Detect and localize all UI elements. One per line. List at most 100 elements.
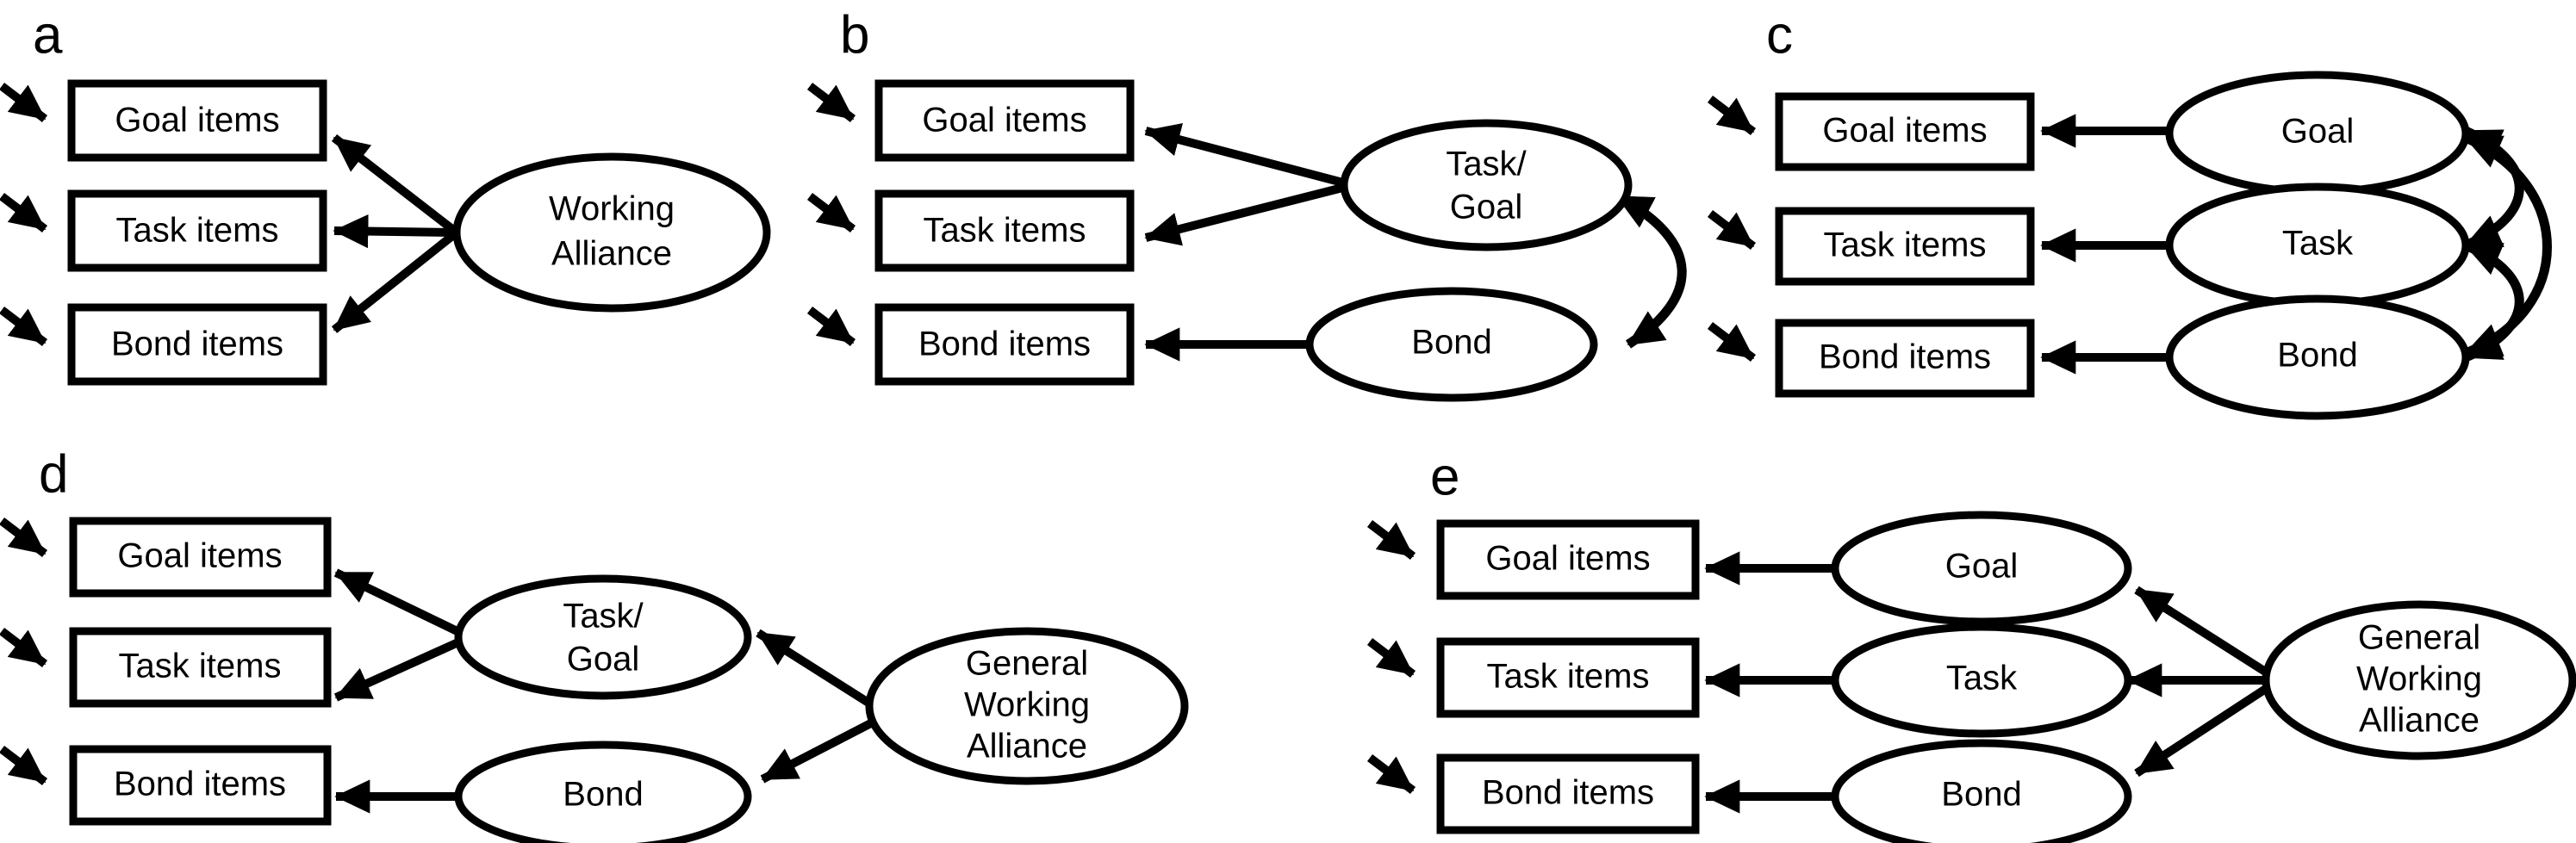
ellipse-gwa-line3-d: Alliance xyxy=(967,728,1087,766)
ellipse-gwa-line3-e: Alliance xyxy=(2359,702,2480,740)
box-goal-items-label-d: Goal items xyxy=(117,537,282,575)
edge-taskgoal-to-task-items-d xyxy=(333,633,472,702)
box-bond-items-label-e: Bond items xyxy=(1482,774,1654,812)
edge-gwa-to-bond-d xyxy=(760,710,890,784)
residual-arrow-task-e xyxy=(1366,638,1416,678)
ellipse-gwa-line1-d: General xyxy=(966,645,1088,683)
ellipse-task-goal-line1-b: Task/ xyxy=(1446,146,1527,183)
edge-gwa-to-bond-e xyxy=(2134,676,2281,778)
residual-arrow-goal-b xyxy=(806,83,856,122)
edge-taskgoal-to-goal-items-d xyxy=(333,568,472,642)
box-bond-items-label-a: Bond items xyxy=(111,325,283,363)
edge-wa-to-goal-items-a xyxy=(331,134,460,236)
box-task-items-a xyxy=(67,189,327,272)
box-task-items-b xyxy=(874,189,1135,272)
correlation-goal-bond-c xyxy=(2463,133,2552,358)
ellipse-bond-d xyxy=(454,741,752,843)
box-goal-items-d xyxy=(69,517,332,598)
residual-arrow-goal-d xyxy=(0,518,48,557)
residual-arrow-bond-a xyxy=(0,307,48,346)
box-task-items-d xyxy=(69,627,332,708)
panel-c: c Goal items Task items Bond items Goal … xyxy=(1707,5,2552,420)
box-task-items-label-e: Task items xyxy=(1487,658,1650,696)
box-bond-items-b xyxy=(874,303,1135,386)
box-goal-items-e xyxy=(1436,519,1700,600)
ellipse-gwa-line2-d: Working xyxy=(964,686,1090,724)
ellipse-task-label-e: Task xyxy=(1946,660,2018,697)
edge-wa-to-task-items-a xyxy=(333,214,457,249)
residual-arrow-bond-c xyxy=(1707,322,1757,362)
ellipse-bond-e xyxy=(1831,739,2132,843)
edge-taskgoal-to-task-items-b xyxy=(1144,181,1354,246)
box-task-items-label-b: Task items xyxy=(924,212,1086,250)
ellipse-task-goal-line1-d: Task/ xyxy=(563,598,644,635)
panel-label-c: c xyxy=(1766,5,1793,65)
residual-arrow-task-c xyxy=(1707,210,1757,250)
ellipse-bond-b xyxy=(1305,287,1598,402)
box-task-items-e xyxy=(1436,637,1700,718)
ellipse-task-e xyxy=(1831,623,2132,738)
box-goal-items-label-e: Goal items xyxy=(1485,540,1650,578)
ellipse-bond-label-d: Bond xyxy=(563,776,643,814)
box-goal-items-label-b: Goal items xyxy=(922,102,1086,139)
residual-arrow-bond-d xyxy=(0,746,48,785)
edge-taskgoal-to-goal-items-b xyxy=(1144,122,1354,189)
ellipse-task-goal-d xyxy=(454,574,752,700)
panel-a: a Goal items Task items Bond items Worki… xyxy=(0,5,771,386)
box-goal-items-label-c: Goal items xyxy=(1822,112,1987,150)
residual-arrow-goal-a xyxy=(0,83,48,122)
box-task-items-label-a: Task items xyxy=(116,212,279,250)
ellipse-general-working-alliance-e xyxy=(2262,600,2576,760)
ellipse-goal-e xyxy=(1831,511,2132,626)
ellipse-working-alliance-line1-a: Working xyxy=(549,190,675,228)
ellipse-task-goal-line2-d: Goal xyxy=(567,641,640,679)
residual-arrow-task-d xyxy=(0,628,48,667)
residual-arrow-bond-e xyxy=(1366,754,1416,794)
ellipse-goal-label-e: Goal xyxy=(1945,548,2019,586)
ellipse-working-alliance-a xyxy=(452,152,771,313)
ellipse-bond-label-e: Bond xyxy=(1941,776,2021,814)
ellipse-goal-label-c: Goal xyxy=(2281,113,2355,151)
box-task-items-c xyxy=(1775,207,2035,286)
box-goal-items-c xyxy=(1775,92,2035,171)
panel-d: d Goal items Task items Bond items Task/… xyxy=(0,444,1189,843)
residual-arrow-goal-e xyxy=(1366,520,1416,560)
box-task-items-label-c: Task items xyxy=(1824,226,1987,264)
box-bond-items-label-c: Bond items xyxy=(1819,338,1991,376)
box-task-items-label-d: Task items xyxy=(119,648,282,685)
ellipse-working-alliance-line2-a: Alliance xyxy=(551,235,672,273)
ellipse-task-label-c: Task xyxy=(2282,225,2354,263)
box-goal-items-a xyxy=(67,79,327,162)
residual-arrow-bond-b xyxy=(806,307,856,346)
box-goal-items-b xyxy=(874,79,1135,162)
panel-label-a: a xyxy=(33,5,63,65)
residual-arrow-task-b xyxy=(806,193,856,232)
panel-e: e Goal items Task items Bond items Goal … xyxy=(1366,447,2576,843)
edge-gwa-to-goal-e xyxy=(2134,586,2281,685)
ellipse-bond-c xyxy=(2165,294,2470,420)
edge-wa-to-bond-items-a xyxy=(331,229,460,333)
panel-b: b Goal items Task items Bond items Task/… xyxy=(806,5,1687,402)
box-bond-items-d xyxy=(69,745,332,826)
ellipse-gwa-line2-e: Working xyxy=(2356,660,2482,698)
residual-arrow-goal-c xyxy=(1707,96,1757,135)
box-bond-items-a xyxy=(67,303,327,386)
panel-label-d: d xyxy=(39,444,68,504)
box-bond-items-label-d: Bond items xyxy=(114,766,286,803)
panel-label-b: b xyxy=(840,5,869,65)
ellipse-general-working-alliance-d xyxy=(865,627,1189,785)
panel-label-e: e xyxy=(1430,447,1459,506)
ellipse-bond-label-c: Bond xyxy=(2277,337,2357,375)
box-bond-items-c xyxy=(1775,319,2035,398)
box-bond-items-label-b: Bond items xyxy=(918,325,1091,363)
ellipse-task-goal-b xyxy=(1340,119,1633,251)
box-bond-items-e xyxy=(1436,753,1700,834)
ellipse-gwa-line1-e: General xyxy=(2358,619,2480,657)
residual-arrow-task-a xyxy=(0,193,48,232)
ellipse-bond-label-b: Bond xyxy=(1411,324,1491,362)
box-goal-items-label-a: Goal items xyxy=(115,102,279,139)
correlation-taskgoal-bond-b xyxy=(1615,192,1687,349)
